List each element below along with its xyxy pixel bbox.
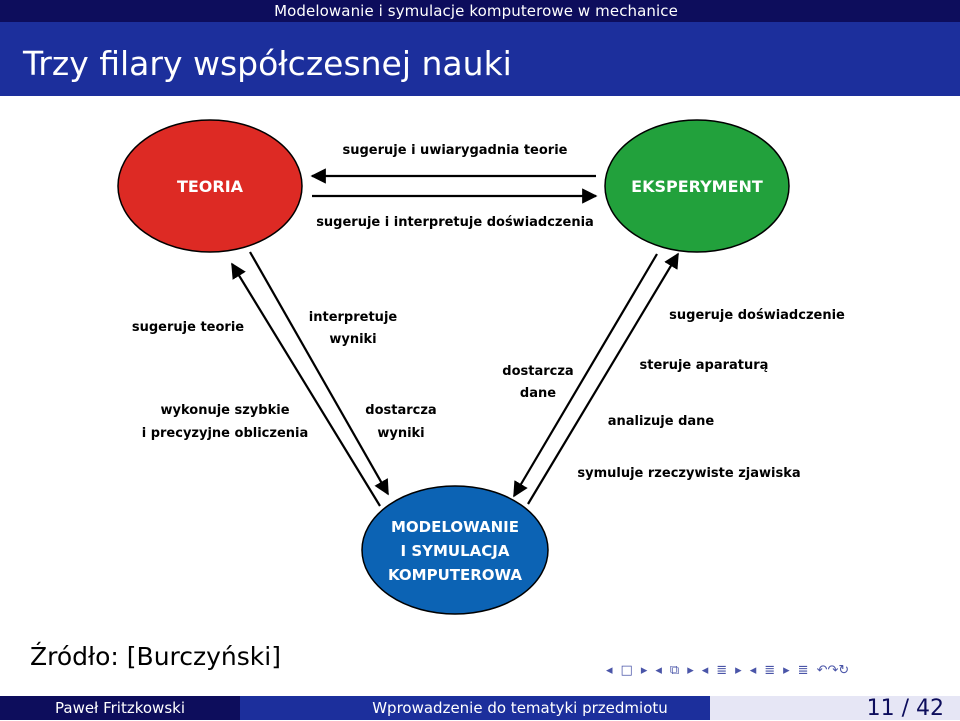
simulation-node: [361, 485, 549, 615]
nav-prev-frame-icon[interactable]: ◂: [655, 662, 662, 678]
label-interprets-results-1: interpretuje: [309, 310, 398, 325]
simulation-label-line-3: KOMPUTEROWA: [388, 566, 522, 584]
nav-subsection-icon[interactable]: ≣: [716, 662, 728, 678]
simulation-label-line-2: I SYMULACJA: [401, 542, 510, 560]
nav-prev-slide-icon[interactable]: ◂: [606, 662, 613, 678]
label-controls-apparatus: steruje aparaturą: [640, 358, 769, 373]
source-citation: Źródło: [Burczyński]: [30, 642, 281, 671]
label-analyzes-data: analizuje dane: [608, 414, 715, 429]
label-fast-calc-2: i precyzyjne obliczenia: [142, 426, 309, 441]
beamer-navigation[interactable]: ◂ □ ▸ ◂ ⧉ ▸ ◂ ≣ ▸ ◂ ≣ ▸ ≣ ↶↷↻: [606, 659, 946, 681]
nav-slide-icon[interactable]: □: [620, 662, 633, 678]
label-suggests-theories: sugeruje teorie: [132, 320, 244, 335]
experiment-node: [604, 119, 790, 253]
label-provides-data-2: dane: [520, 386, 556, 401]
nav-frame-icon[interactable]: ⧉: [669, 662, 680, 678]
nav-section-icon[interactable]: ≣: [764, 662, 776, 678]
arrow-experiment-to-simulation: [513, 253, 658, 498]
label-provides-results-2: wyniki: [377, 426, 424, 441]
simulation-label-line-1: MODELOWANIE: [391, 518, 519, 536]
label-fast-calc-1: wykonuje szybkie: [160, 403, 289, 418]
footer-title: Wprowadzenie do tematyki przedmiotu: [240, 696, 710, 720]
theory-node: [117, 119, 303, 253]
nav-next-slide-icon[interactable]: ▸: [640, 662, 648, 678]
nav-next-subsection-icon[interactable]: ▸: [735, 662, 742, 678]
arrow-simulation-to-theory: [231, 262, 381, 507]
label-simulates-phenomena: symuluje rzeczywiste zjawiska: [577, 466, 800, 481]
nav-next-frame-icon[interactable]: ▸: [687, 662, 694, 678]
label-exp-to-theory: sugeruje i uwiarygadnia teorie: [343, 143, 568, 158]
slide-title: Trzy filary współczesnej nauki: [23, 44, 512, 83]
label-provides-results-1: dostarcza: [365, 403, 436, 418]
theory-label: TEORIA: [177, 177, 244, 196]
arrow-simulation-to-experiment: [527, 252, 679, 505]
presentation-header: Modelowanie i symulacje komputerowe w me…: [0, 0, 960, 22]
nav-back-forward-search-icon[interactable]: ↶↷↻: [816, 662, 850, 678]
nav-prev-section-icon[interactable]: ◂: [749, 662, 757, 678]
three-pillars-diagram: TEORIA EKSPERYMENT MODELOWANIE I SYMULAC…: [117, 119, 845, 615]
frame-title-bar: [0, 22, 960, 96]
label-theory-to-exp: sugeruje i interpretuje doświadczenia: [316, 215, 594, 230]
arrow-theory-to-simulation: [249, 251, 389, 496]
footer-page-number: 11 / 42: [710, 696, 960, 721]
footer-author: Paweł Fritzkowski: [0, 696, 240, 720]
label-interprets-results-2: wyniki: [329, 332, 376, 347]
nav-prev-subsection-icon[interactable]: ◂: [701, 662, 709, 678]
footer: Paweł Fritzkowski Wprowadzenie do tematy…: [0, 696, 960, 721]
experiment-label: EKSPERYMENT: [631, 177, 763, 196]
nav-document-icon[interactable]: ≣: [797, 662, 809, 678]
nav-next-section-icon[interactable]: ▸: [783, 662, 790, 678]
label-provides-data-1: dostarcza: [502, 364, 573, 379]
label-suggests-experiment: sugeruje doświadczenie: [669, 308, 845, 323]
presentation-title: Modelowanie i symulacje komputerowe w me…: [274, 2, 678, 20]
